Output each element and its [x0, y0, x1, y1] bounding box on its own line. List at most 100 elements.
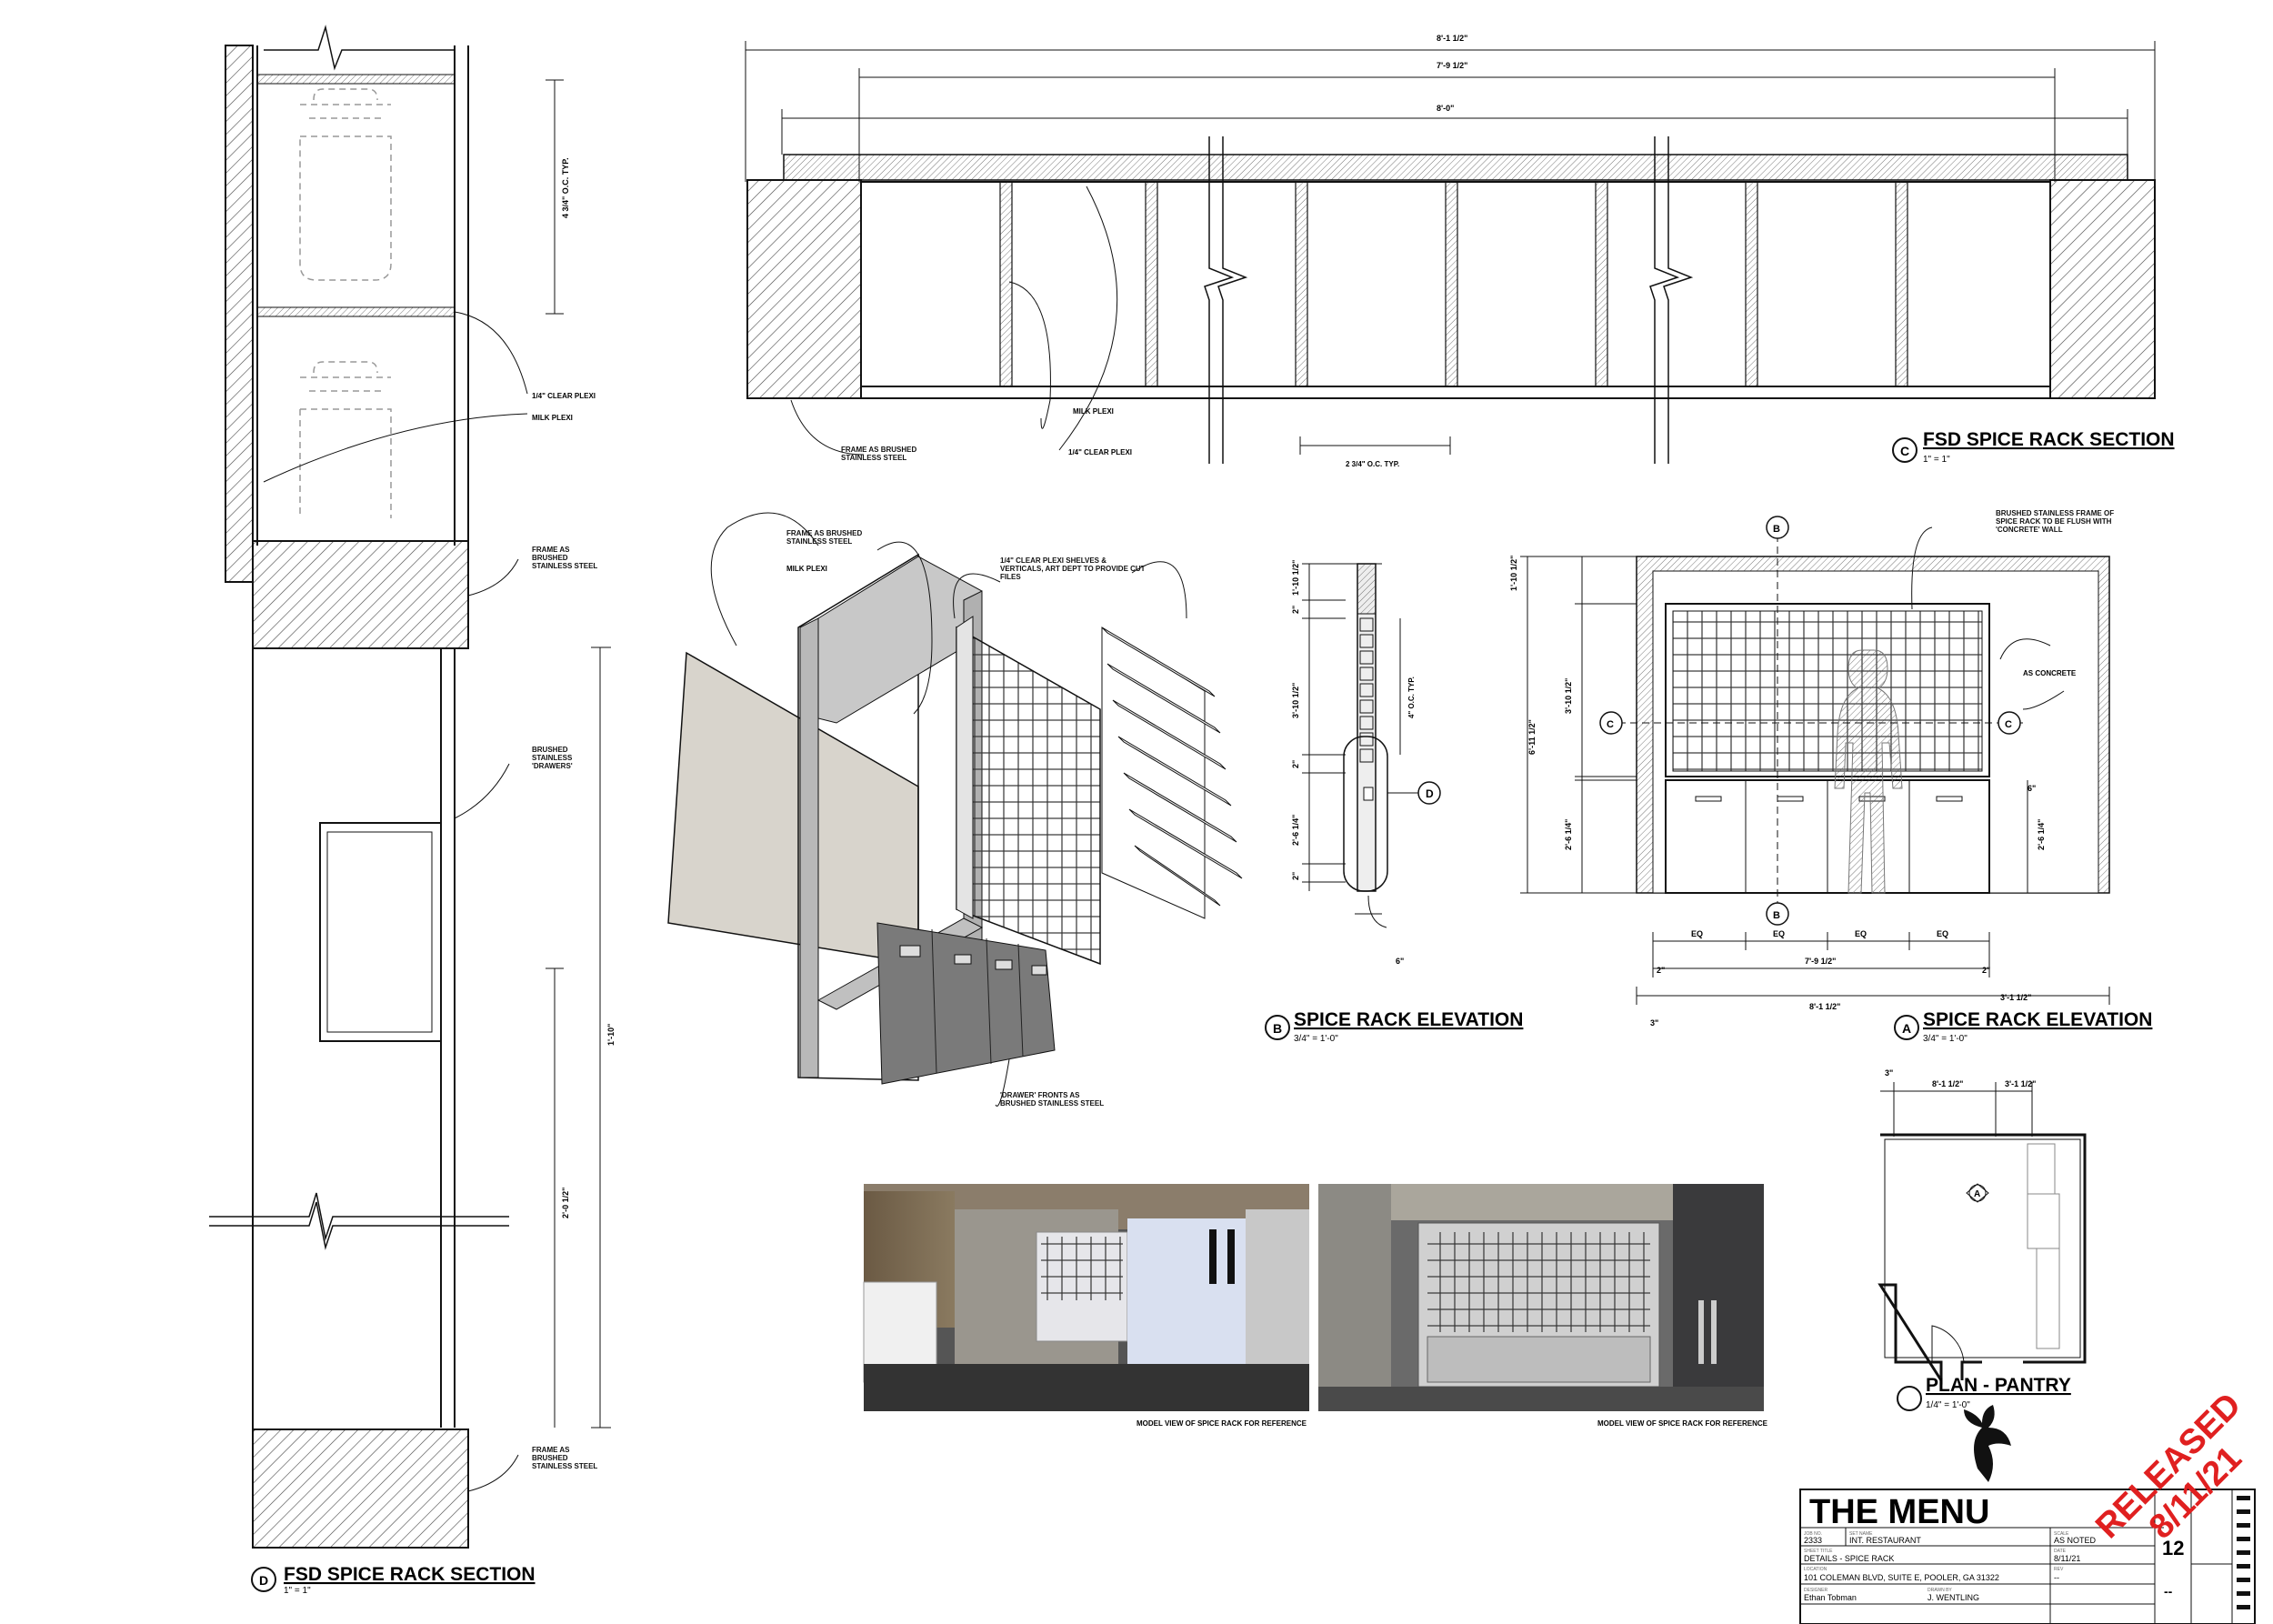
- title-block: [1799, 1405, 2256, 1624]
- view-marker-b-letter: B: [1273, 1021, 1282, 1036]
- view-scale-b: 3/4" = 1'-0": [1294, 1034, 1338, 1044]
- tb-designer: Ethan Tobman: [1804, 1593, 1857, 1602]
- section-c-labels: 8'-1 1/2" 7'-9 1/2" 8'-0" 2 3/4" O.C. TY…: [841, 34, 2175, 468]
- dim-c-overall-1: 8'-1 1/2": [1437, 34, 1467, 43]
- note-clear-plexi: 1/4" CLEAR PLEXI: [532, 392, 596, 400]
- tb-scale-label: SCALE: [2054, 1531, 2069, 1537]
- note-milk-plexi: MILK PLEXI: [532, 414, 573, 422]
- view-scale-plan: 1/4" = 1'-0": [1926, 1400, 1970, 1410]
- dim-a-width-inner: 7'-9 1/2": [1805, 957, 1836, 966]
- tb-designer-label: DESIGNER: [1804, 1588, 1828, 1593]
- render-1: [863, 1184, 1309, 1411]
- elevation-b-labels: 1'-10 1/2" 2" 3'-10 1/2" 2" 2'-6 1/4" 2"…: [1265, 560, 1523, 1044]
- note-c-clear-plexi: 1/4" CLEAR PLEXI: [1068, 448, 1132, 456]
- note-iso-milk: MILK PLEXI: [786, 565, 827, 573]
- view-marker-a-letter: A: [1902, 1021, 1911, 1036]
- note-frame-steel-1: FRAME AS BRUSHED STAINLESS STEEL: [532, 546, 598, 570]
- note-c-oc-typ: 2 3/4" O.C. TYP.: [1346, 460, 1399, 468]
- section-c-drawing: [745, 41, 2156, 464]
- note-c-milk-plexi: MILK PLEXI: [1073, 407, 1114, 416]
- section-d-drawing: [209, 25, 611, 1549]
- tb-date-label: DATE: [2054, 1549, 2067, 1554]
- plan-pantry-labels: 8'-1 1/2" 3'-1 1/2" 3" A PLAN - PANTRY 1…: [1885, 1068, 2071, 1411]
- view-title-d: FSD SPICE RACK SECTION: [284, 1564, 536, 1585]
- view-scale-c: 1" = 1": [1923, 455, 1950, 465]
- dim-d-drawer: 2'-0 1/2": [561, 1188, 570, 1218]
- callout-d-letter: D: [1426, 787, 1434, 800]
- dim-a-top: 1'-10 1/2": [1509, 556, 1518, 591]
- view-marker-plan: [1897, 1386, 1922, 1411]
- dim-plan-a: 8'-1 1/2": [1932, 1079, 1963, 1088]
- section-cut-c-right: C: [2005, 719, 2012, 730]
- tb-job-no-label: JOB NO.: [1804, 1531, 1822, 1537]
- dim-d-oc: 4 3/4" O.C. TYP.: [561, 157, 570, 218]
- dim-b-base: 6": [1396, 957, 1404, 966]
- tb-drawn-label: DRAWN BY: [1928, 1588, 1952, 1593]
- tb-sheet-sub: --: [2164, 1584, 2173, 1599]
- view-scale-d: 1" = 1": [284, 1586, 311, 1596]
- render-2: [1318, 1184, 1764, 1411]
- dim-a-eq-1: EQ: [1691, 929, 1703, 938]
- note-a-concrete: AS CONCRETE: [2023, 669, 2077, 677]
- tb-sheet-no: 12: [2162, 1537, 2184, 1559]
- caption-render-1: MODEL VIEW OF SPICE RACK FOR REFERENCE: [1136, 1419, 1307, 1428]
- dim-a-mid: 3'-10 1/2": [1564, 678, 1573, 714]
- tb-sheet-label: SHEET TITLE: [1804, 1549, 1833, 1554]
- elevation-b-drawing: [1302, 563, 1441, 928]
- tb-scale: AS NOTED: [2054, 1536, 2097, 1545]
- dim-a-eq-4: EQ: [1937, 929, 1948, 938]
- tb-location: 101 COLEMAN BLVD, SUITE E, POOLER, GA 31…: [1804, 1573, 1999, 1582]
- dim-a-2-right: 2": [1982, 966, 1990, 975]
- dim-a-eq-3: EQ: [1855, 929, 1867, 938]
- section-cut-b-bottom: B: [1773, 910, 1780, 921]
- render-captions: MODEL VIEW OF SPICE RACK FOR REFERENCE M…: [1136, 1419, 1768, 1428]
- dim-plan-c: 3": [1885, 1068, 1893, 1078]
- dim-a-low: 2'-6 1/4": [1564, 819, 1573, 850]
- dim-b-2a: 2": [1291, 606, 1300, 614]
- caption-render-2: MODEL VIEW OF SPICE RACK FOR REFERENCE: [1597, 1419, 1768, 1428]
- view-marker-d: [251, 1567, 276, 1592]
- note-frame-steel-3: FRAME AS BRUSHED STAINLESS STEEL: [532, 1446, 598, 1470]
- view-title-c: FSD SPICE RACK SECTION: [1923, 429, 2175, 450]
- view-marker-c-letter: C: [1900, 444, 1909, 458]
- dim-b-low: 2'-6 1/4": [1291, 815, 1300, 846]
- logo-mark: [1964, 1405, 2011, 1482]
- dim-a-right: 3'-1 1/2": [2000, 993, 2031, 1002]
- tb-rev: --: [2054, 1573, 2059, 1582]
- dim-a-drawer-h: 2'-6 1/4": [2037, 819, 2046, 850]
- note-b-oc-typ: 4" O.C. TYP.: [1407, 677, 1416, 718]
- elevation-a-drawing: [1520, 516, 2110, 1005]
- dim-d-height: 1'-10": [606, 1024, 616, 1046]
- dim-a-2-left: 2": [1657, 966, 1665, 975]
- note-iso-drawers: 'DRAWER' FRONTS AS BRUSHED STAINLESS STE…: [1000, 1091, 1105, 1108]
- dim-a-total: 6'-11 1/2": [1527, 719, 1537, 755]
- isometric-exploded-drawing: [667, 512, 1243, 1107]
- dim-b-2c: 2": [1291, 872, 1300, 880]
- view-title-a: SPICE RACK ELEVATION: [1923, 1009, 2152, 1030]
- tb-set-label: SET NAME: [1849, 1531, 1873, 1537]
- project-title: THE MENU: [1809, 1493, 1989, 1531]
- tb-date: 8/11/21: [2054, 1554, 2080, 1563]
- tb-job-no: 2333: [1804, 1536, 1822, 1545]
- section-d-labels: 4 3/4" O.C. TYP. 1'-10" 2'-0 1/2" 1/4" C…: [251, 157, 616, 1596]
- note-iso-shelves: 1/4" CLEAR PLEXI SHELVES & VERTICALS, AR…: [1000, 556, 1146, 581]
- tb-drawn: J. WENTLING: [1928, 1593, 1979, 1602]
- section-cut-c-left: C: [1607, 719, 1614, 730]
- dim-a-width-outer: 8'-1 1/2": [1809, 1002, 1840, 1011]
- dim-a-3: 3": [1650, 1018, 1658, 1028]
- view-title-plan: PLAN - PANTRY: [1926, 1375, 2071, 1396]
- dim-plan-b: 3'-1 1/2": [2005, 1079, 2036, 1088]
- dim-b-top: 1'-10 1/2": [1291, 560, 1300, 596]
- tb-set: INT. RESTAURANT: [1849, 1536, 1921, 1545]
- dim-b-mid: 3'-10 1/2": [1291, 683, 1300, 718]
- dim-a-eq-2: EQ: [1773, 929, 1785, 938]
- tb-location-label: LOCATION: [1804, 1567, 1827, 1572]
- dim-b-2b: 2": [1291, 760, 1300, 768]
- view-title-b: SPICE RACK ELEVATION: [1294, 1009, 1523, 1030]
- view-marker-b: [1265, 1015, 1290, 1040]
- tb-rev-label: REV: [2054, 1567, 2064, 1572]
- dim-c-overall-2: 7'-9 1/2": [1437, 61, 1467, 70]
- elevation-a-labels: 1'-10 1/2" 3'-10 1/2" 6'-11 1/2" 2'-6 1/…: [1509, 509, 2152, 1044]
- view-marker-c: [1892, 437, 1918, 463]
